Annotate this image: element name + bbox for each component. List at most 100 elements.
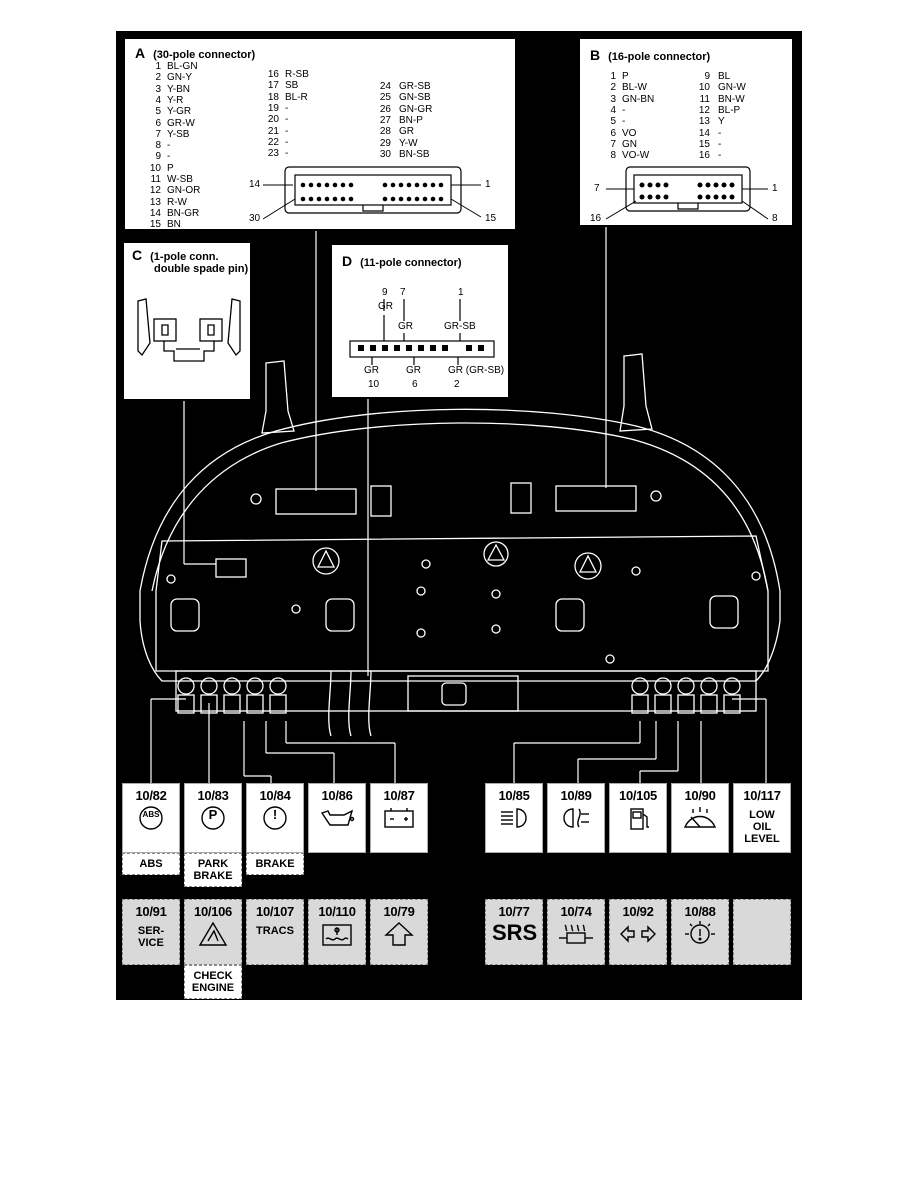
pin-number: 27 [379,114,391,126]
connector-d-title-text: (11-pole connector) [360,257,462,269]
indicator-10-79: 10/79 [370,899,428,965]
indicator-code: 10/74 [560,904,592,919]
pin-wire-color: GN-GR [399,103,433,115]
pin-wire-color: Y-BN [167,83,190,95]
pin-number: 3 [155,83,161,95]
indicator-code: 10/117 [743,788,781,803]
indicator-code: 10/107 [256,904,294,919]
pin-wire-color: P [622,71,629,82]
connector-pin-dot [382,345,388,351]
coolant-icon [322,924,352,946]
pin-wire-color: - [285,102,289,114]
pin-wire-color: - [718,138,722,150]
pin-number: 7 [610,138,616,150]
indicator-sublabel: CHECK ENGINE [184,965,242,999]
connector-pin-dot [418,345,424,351]
pin-number: 8 [155,140,161,152]
pin-number: 23 [267,148,279,160]
connector-c-letter: C [132,247,143,263]
pin-number: 8 [610,150,616,162]
pin-number: 13 [698,116,710,128]
connector-d-color-10: GR [364,365,379,376]
pin-wire-color: GR-SB [399,81,431,92]
pin-number: 7 [155,128,161,140]
connector-pin-dot [414,196,420,202]
connector-pin-dot [705,194,711,200]
pin-wire-color: SB [285,80,299,92]
pin-wire-color: Y-W [399,137,418,149]
pin-number: 9 [704,71,710,82]
connector-pin-dot [422,182,428,188]
pin-number: 30 [379,148,391,160]
indicator-sublabel: BRAKE [246,853,304,875]
indicator-blank [733,899,791,965]
connector-b-label-1: 1 [772,183,778,194]
pin-wire-color: Y [718,116,725,128]
connector-pin-dot [398,196,404,202]
pin-number: 17 [267,80,279,92]
abs-icon [139,806,163,830]
connector-d-color-1: GR-SB [444,321,476,332]
indicator-10-110: 10/110 [308,899,366,965]
pin-wire-color: - [622,116,626,128]
pin-number: 26 [379,103,391,115]
indicator-code: 10/77 [498,904,530,919]
pin-wire-color: Y-R [167,94,184,106]
pin-number: 15 [149,219,161,231]
connector-d-num-6: 6 [412,379,418,390]
connector-a-title-text: (30-pole connector) [153,49,256,61]
connector-pin-dot [340,182,346,188]
indicator-text: SRS [492,920,538,945]
pin-wire-color: - [285,136,289,148]
indicator-code: 10/90 [684,788,716,803]
connector-d-letter: D [342,253,353,269]
connector-pin-dot [332,182,338,188]
connector-b-label-16: 16 [590,213,602,224]
connector-d-box: D(11-pole connector) 9 7 1 GR GR GR-SB G… [330,243,510,399]
indicator-symbol: ! [272,807,278,822]
indicator-10-74: 10/74 [547,899,605,965]
rear-fog-icon [563,808,589,828]
indicator-code: 10/110 [318,904,356,919]
connector-pin-dot [705,182,711,188]
pin-number: 9 [155,151,161,163]
pin-wire-color: GN [622,138,637,150]
indicator-symbol: ABS [142,810,160,819]
pin-wire-color: BL-R [285,91,308,103]
connector-pin-dot [300,196,306,202]
indicator-code: 10/91 [135,904,167,919]
indicator-10-90: 10/90 [671,783,729,853]
indicator-10-84: 10/84! [246,783,304,853]
pin-wire-color: GR [399,126,414,138]
connector-pin-dot [647,194,653,200]
connector-c-title-line2: double spade pin) [154,263,249,275]
connector-pin-dot [324,196,330,202]
check-engine-icon [198,921,228,946]
connector-pin-dot [308,196,314,202]
connector-pin-dot [438,182,444,188]
connector-pin-dot [466,345,472,351]
connector-a-title: A(30-pole connector) [135,45,255,61]
connector-pin-dot [663,182,669,188]
indicator-code: 10/106 [194,904,232,919]
connector-d-face [349,299,495,365]
connector-b-letter: B [590,47,601,63]
connector-d-num-2: 2 [454,379,460,390]
indicator-text: TRACS [256,925,294,937]
connector-b-label-7: 7 [594,183,600,194]
pin-number: 14 [149,207,161,219]
connector-pin-dot [308,182,314,188]
pin-wire-color: BN-W [718,93,745,105]
pin-wire-color: GN-OR [167,185,201,197]
indicator-code: 10/87 [383,788,415,803]
indicator-text: SER- VICE [137,925,165,949]
connector-pin-dot [430,182,436,188]
pin-number: 20 [267,114,279,126]
indicator-symbol: P [208,807,218,822]
connector-b-title-text: (16-pole connector) [608,51,711,63]
connector-pin-dot [398,182,404,188]
indicator-code: 10/105 [619,788,657,803]
bulb-failure-icon [685,921,715,944]
